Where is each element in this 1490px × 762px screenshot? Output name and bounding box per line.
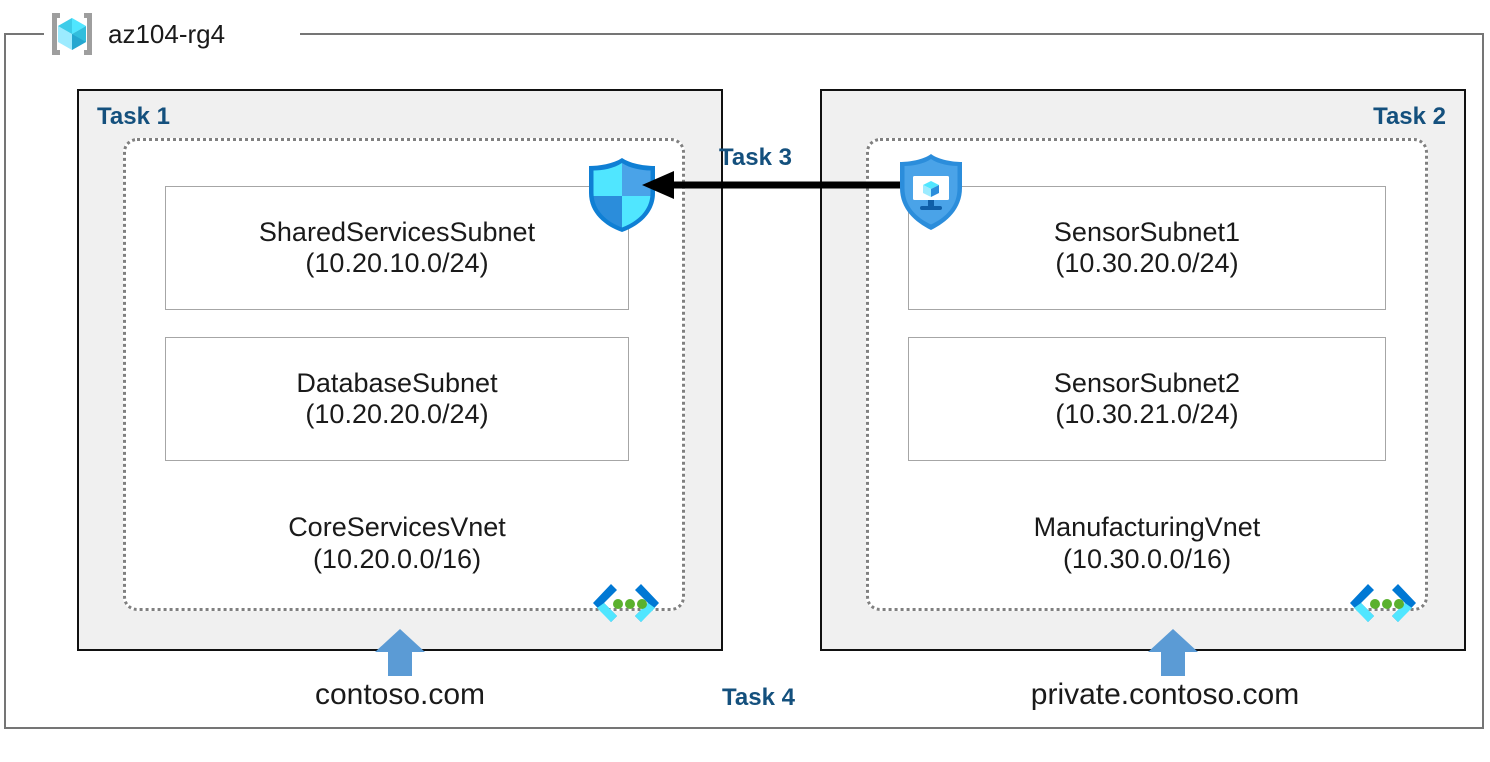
protected-virtual-machine-shield-icon	[900, 154, 962, 230]
vnet-cidr: (10.30.0.0/16)	[1062, 543, 1232, 574]
subnet-name: SensorSubnet1	[1053, 216, 1241, 247]
task-1-label: Task 1	[97, 103, 170, 130]
manufacturing-vnet-label: ManufacturingVnet (10.30.0.0/16)	[908, 512, 1386, 576]
task-2-label: Task 2	[1373, 103, 1446, 130]
azure-resource-group-icon	[52, 13, 92, 55]
resource-group-border-top-right	[300, 33, 1484, 35]
resource-group-header: az104-rg4	[46, 8, 225, 60]
subnet-name: DatabaseSubnet	[296, 367, 498, 398]
subnet-sensor-1: SensorSubnet1 (10.30.20.0/24)	[908, 186, 1386, 310]
subnet-name: SharedServicesSubnet	[258, 216, 536, 247]
subnet-database: DatabaseSubnet (10.20.20.0/24)	[165, 337, 629, 461]
dns-zone-label-private: private.contoso.com	[1030, 678, 1300, 711]
virtual-network-icon	[593, 584, 659, 622]
subnet-name: SensorSubnet2	[1053, 367, 1241, 398]
resource-group-border-bottom	[4, 727, 1484, 729]
network-security-group-shield-icon	[589, 158, 655, 232]
dns-up-arrow-icon	[1148, 629, 1198, 676]
dns-zone-label-public: contoso.com	[314, 678, 486, 711]
vnet-name: ManufacturingVnet	[1033, 512, 1261, 542]
subnet-cidr: (10.20.10.0/24)	[305, 248, 489, 278]
resource-group-border-left	[4, 33, 6, 729]
vnet-cidr: (10.20.0.0/16)	[312, 543, 482, 574]
resource-group-name: az104-rg4	[108, 19, 226, 49]
subnet-cidr: (10.30.20.0/24)	[1055, 248, 1239, 278]
resource-group-border-top-left	[4, 33, 44, 35]
subnet-cidr: (10.30.21.0/24)	[1055, 399, 1239, 429]
resource-group-border-right	[1482, 33, 1484, 729]
task-4-label: Task 4	[722, 684, 795, 711]
core-services-vnet-label: CoreServicesVnet (10.20.0.0/16)	[165, 512, 629, 576]
subnet-sensor-2: SensorSubnet2 (10.30.21.0/24)	[908, 337, 1386, 461]
subnet-cidr: (10.20.20.0/24)	[305, 399, 489, 429]
subnet-shared-services: SharedServicesSubnet (10.20.10.0/24)	[165, 186, 629, 310]
leftward-connection-arrow-icon	[642, 171, 920, 199]
dns-up-arrow-icon	[375, 629, 425, 676]
virtual-network-icon	[1350, 584, 1416, 622]
vnet-name: CoreServicesVnet	[288, 512, 506, 542]
task-3-label: Task 3	[719, 144, 792, 171]
